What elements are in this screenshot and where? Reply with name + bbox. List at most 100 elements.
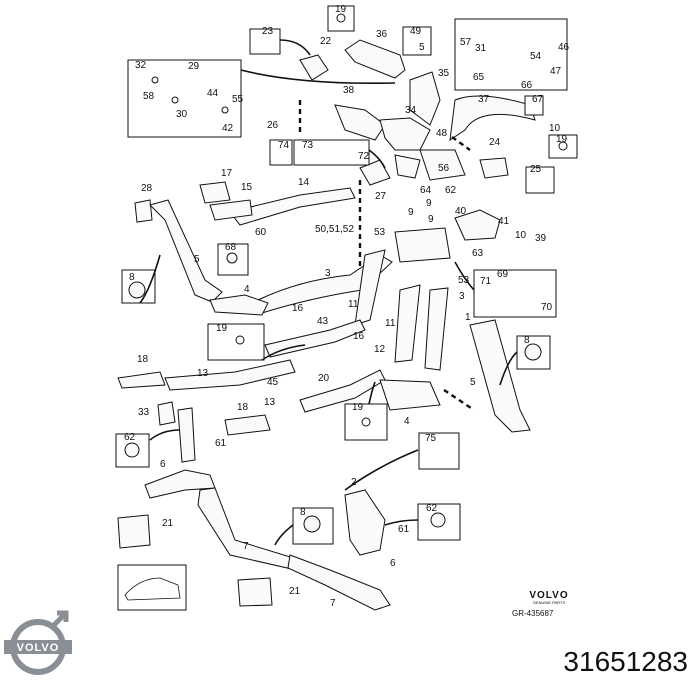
callout-62: 62 [124, 432, 136, 443]
callout-26: 26 [267, 120, 279, 131]
callout-6: 6 [160, 459, 166, 470]
callout-40: 40 [455, 206, 467, 217]
callout-5: 5 [470, 377, 476, 388]
callout-56: 56 [438, 163, 450, 174]
callout-34: 34 [405, 105, 417, 116]
callout-22: 22 [320, 36, 332, 47]
callout-70: 70 [541, 302, 553, 313]
callout-9: 9 [408, 207, 414, 218]
callout-43: 43 [317, 316, 329, 327]
callout-7: 7 [330, 598, 336, 609]
pointer-arrows [139, 39, 518, 546]
callout-74: 74 [278, 140, 290, 151]
callout-67: 67 [532, 94, 544, 105]
callout-27: 27 [375, 191, 387, 202]
callout-64: 64 [420, 185, 432, 196]
callout-19: 19 [335, 4, 347, 15]
callout-28: 28 [141, 183, 153, 194]
inset-boxes [115, 5, 578, 545]
callout-73: 73 [302, 140, 314, 151]
callout-48: 48 [436, 128, 448, 139]
callout-18: 18 [237, 402, 249, 413]
callout-71: 71 [480, 276, 492, 287]
callout-36: 36 [376, 29, 388, 40]
callout-14: 14 [298, 177, 310, 188]
callout-45: 45 [267, 377, 279, 388]
callout-7: 7 [243, 541, 249, 552]
callout-49: 49 [410, 26, 422, 37]
callout-60: 60 [255, 227, 267, 238]
callout-19: 19 [556, 134, 568, 145]
callout-19: 19 [216, 323, 228, 334]
callout-38: 38 [343, 85, 355, 96]
callout-10: 10 [549, 123, 561, 134]
callout-31: 31 [475, 43, 487, 54]
callout-11: 11 [348, 299, 359, 310]
volvo-genuine-parts-mark: VOLVO GENUINE PARTS [519, 590, 579, 605]
callout-2: 2 [351, 477, 357, 488]
callout-8: 8 [524, 335, 530, 346]
callout-13: 13 [264, 397, 276, 408]
callout-16: 16 [353, 331, 365, 342]
callout-61: 61 [215, 438, 227, 449]
callout-50,51,52: 50,51,52 [315, 224, 354, 235]
drawing-reference: GR-435687 [512, 609, 554, 618]
callout-21: 21 [289, 586, 301, 597]
dashed-leaders [298, 100, 475, 411]
callout-21: 21 [162, 518, 174, 529]
callout-18: 18 [137, 354, 149, 365]
callout-69: 69 [497, 269, 509, 280]
callout-66: 66 [521, 80, 533, 91]
callout-12: 12 [374, 344, 386, 355]
callout-30: 30 [176, 109, 188, 120]
duct-parts [117, 39, 536, 611]
callout-54: 54 [530, 51, 542, 62]
callout-47: 47 [550, 66, 562, 77]
callout-19: 19 [352, 402, 364, 413]
callout-1: 1 [465, 312, 471, 323]
callout-53: 53 [458, 275, 470, 286]
callout-10: 10 [515, 230, 527, 241]
callout-33: 33 [138, 407, 150, 418]
callout-37: 37 [478, 94, 490, 105]
callout-17: 17 [221, 168, 233, 179]
callout-55: 55 [232, 94, 244, 105]
callout-8: 8 [300, 507, 306, 518]
callout-9: 9 [428, 214, 434, 225]
callout-29: 29 [188, 61, 200, 72]
callout-23: 23 [262, 26, 274, 37]
callout-57: 57 [460, 37, 472, 48]
callout-62: 62 [445, 185, 457, 196]
callout-8: 8 [129, 272, 135, 283]
callout-25: 25 [530, 164, 542, 175]
callout-16: 16 [292, 303, 304, 314]
callout-75: 75 [425, 433, 437, 444]
callout-13: 13 [197, 368, 209, 379]
callout-11: 11 [385, 318, 396, 329]
callout-5: 5 [194, 254, 200, 265]
brand-name: VOLVO [529, 590, 569, 601]
callout-65: 65 [473, 72, 485, 83]
callout-62: 62 [426, 503, 438, 514]
callout-32: 32 [135, 60, 147, 71]
fittings [124, 13, 568, 533]
callout-6: 6 [390, 558, 396, 569]
volvo-logo: VOLVO [4, 610, 72, 675]
callout-9: 9 [426, 198, 432, 209]
callout-4: 4 [404, 416, 410, 427]
callout-44: 44 [207, 88, 219, 99]
callout-68: 68 [225, 242, 237, 253]
callout-58: 58 [143, 91, 155, 102]
part-number: 31651283 [563, 646, 688, 677]
callout-63: 63 [472, 248, 484, 259]
callout-46: 46 [558, 42, 570, 53]
callout-15: 15 [241, 182, 253, 193]
volvo-logo-text: VOLVO [17, 642, 60, 654]
callout-5: 5 [419, 42, 425, 53]
callout-35: 35 [438, 68, 450, 79]
callout-4: 4 [244, 284, 250, 295]
callout-53: 53 [374, 227, 386, 238]
callout-61: 61 [398, 524, 410, 535]
